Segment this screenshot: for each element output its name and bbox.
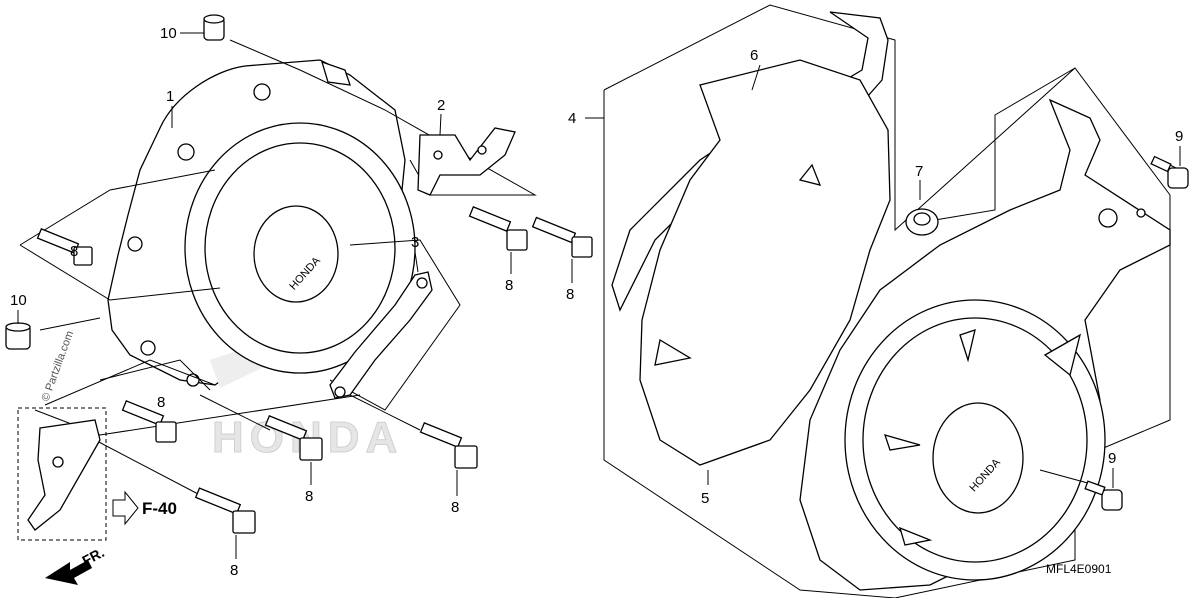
bolt-8-b[interactable] <box>468 206 528 251</box>
callout-9-a: 9 <box>1175 128 1183 145</box>
left-crankcase-cover[interactable]: HONDA <box>107 59 416 388</box>
callout-8-c: 8 <box>566 286 574 303</box>
front-direction-indicator: FR. <box>45 544 107 585</box>
right-generator-cover[interactable]: HONDA <box>799 98 1171 591</box>
bolt-8-a[interactable] <box>36 228 93 266</box>
bolt-9-a[interactable] <box>1150 155 1189 189</box>
callout-8-b: 8 <box>505 277 513 294</box>
callout-10-b: 10 <box>10 292 27 309</box>
callout-3: 3 <box>411 234 419 251</box>
lower-bracket-dashed[interactable] <box>17 407 107 541</box>
callout-10: 10 <box>160 25 177 42</box>
bolt-8-g[interactable] <box>194 487 256 534</box>
callout-6: 6 <box>750 47 758 64</box>
reference-label: F-40 <box>142 499 177 518</box>
right-leader-lines <box>585 64 1181 486</box>
bolt-9-b[interactable] <box>1084 480 1123 511</box>
callout-8-a: 8 <box>70 243 78 260</box>
grommet-7[interactable] <box>905 208 939 236</box>
callout-5: 5 <box>701 490 709 507</box>
gasket-set-outline <box>603 4 1171 598</box>
callout-7: 7 <box>915 163 923 180</box>
diagram-code: MFL4E0901 <box>1046 562 1112 576</box>
bolt-8-e[interactable] <box>264 415 323 461</box>
callout-2: 2 <box>437 97 445 114</box>
watermark-text: © Partzilla.com <box>40 329 77 403</box>
bolt-8-f[interactable] <box>419 422 478 469</box>
gasket-part-5[interactable] <box>639 59 891 466</box>
callout-1: 1 <box>166 88 174 105</box>
strap-part-3[interactable] <box>329 271 433 399</box>
callout-8-g: 8 <box>230 562 238 579</box>
collar-10-b[interactable] <box>5 322 31 350</box>
callout-4: 4 <box>568 110 576 127</box>
callout-8-d: 8 <box>157 394 165 411</box>
bracket-part-2[interactable] <box>417 127 516 196</box>
callout-8-e: 8 <box>305 488 313 505</box>
callout-9-b: 9 <box>1108 450 1116 467</box>
reference-f40[interactable]: F-40 <box>112 490 177 526</box>
callout-8-f: 8 <box>451 499 459 516</box>
bolt-8-d[interactable] <box>121 400 177 443</box>
bolt-8-c[interactable] <box>531 216 593 258</box>
collar-10-a[interactable] <box>203 14 225 41</box>
callout-labels: 10 1 2 3 4 5 6 7 8 8 8 8 8 8 8 9 9 10 <box>10 25 1183 579</box>
